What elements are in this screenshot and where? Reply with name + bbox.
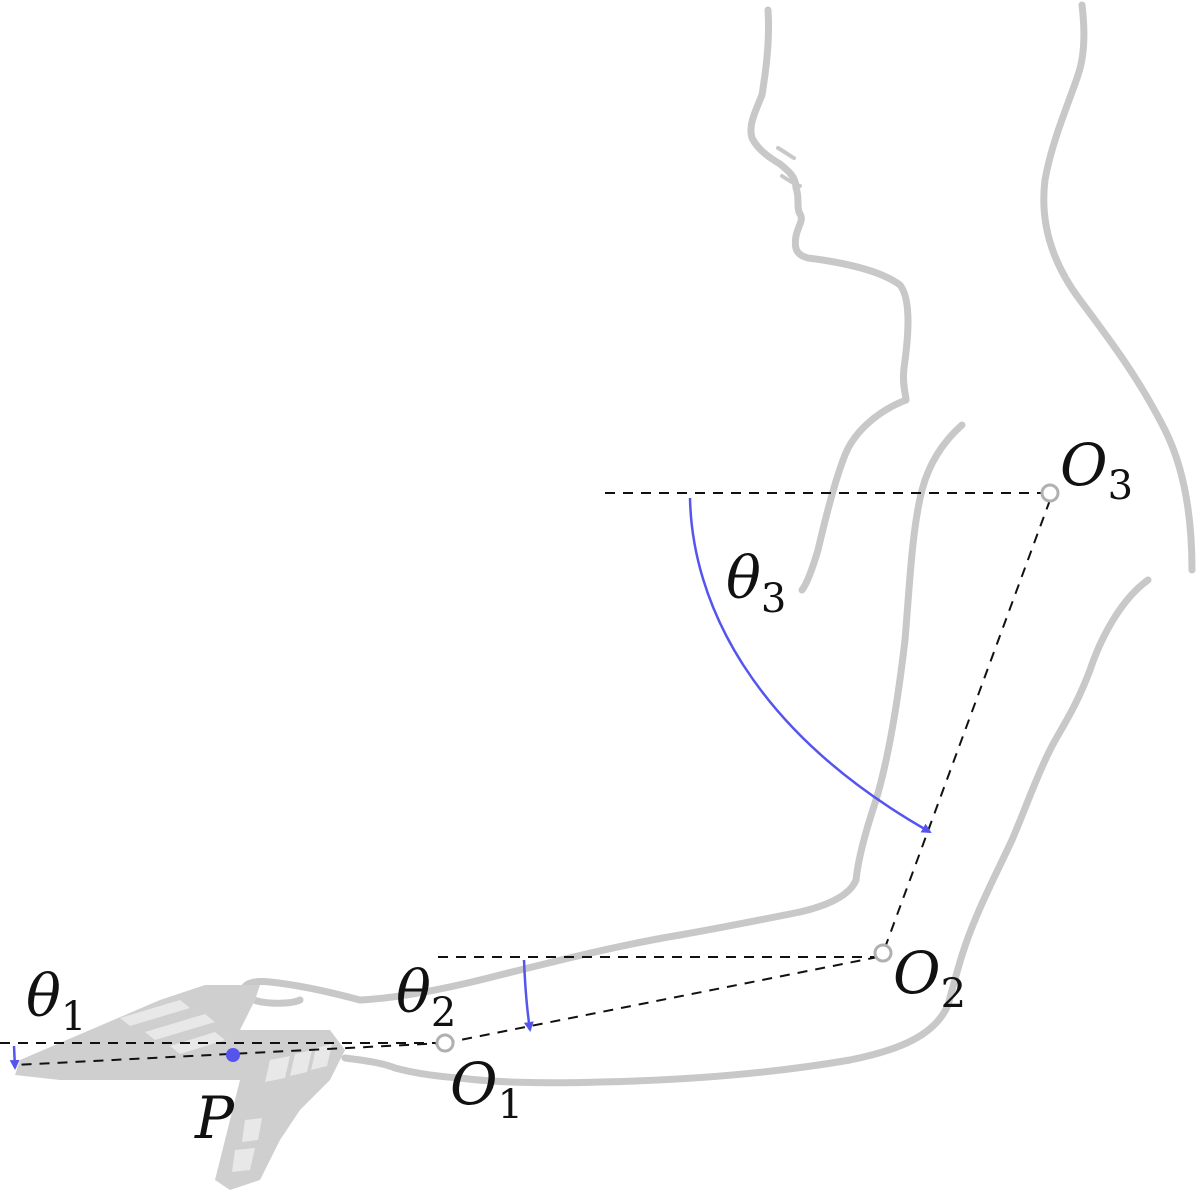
upper-arm-link [882,499,1051,954]
label-theta1: θ1 [26,962,86,1040]
forearm-top [356,876,860,1004]
label-o1: O1 [450,1050,523,1128]
chest-line [798,396,910,594]
face-detail [776,146,802,188]
upper-arm-back [456,576,1152,1087]
label-o3: O3 [1060,431,1133,509]
label-theta3: θ3 [726,544,786,622]
joint-o2 [873,943,893,963]
forearm-link [444,956,879,1044]
label-theta2: θ2 [396,958,456,1036]
label-p: P [194,1084,235,1152]
joint-o1 [435,1033,455,1053]
keyboard-top [15,985,345,1190]
joints [226,483,1060,1062]
theta2-arc [522,959,534,1032]
angle-arrows [9,497,932,1070]
joint-o3 [1040,483,1060,503]
human-figure-outline [15,1,1196,1190]
face-profile [747,6,912,404]
neck-back [1040,1,1196,574]
end-effector-point [226,1048,240,1062]
labels: O3 θ3 O2 θ2 θ1 O1 P [26,431,1133,1152]
theta1-arc [9,1045,20,1070]
label-o2: O2 [893,939,966,1017]
keyboard-keys [120,1000,332,1172]
armpit-line [852,421,966,884]
keyboard [15,985,345,1190]
theta3-arc [688,497,932,834]
kinematic-lines [0,492,1051,1066]
